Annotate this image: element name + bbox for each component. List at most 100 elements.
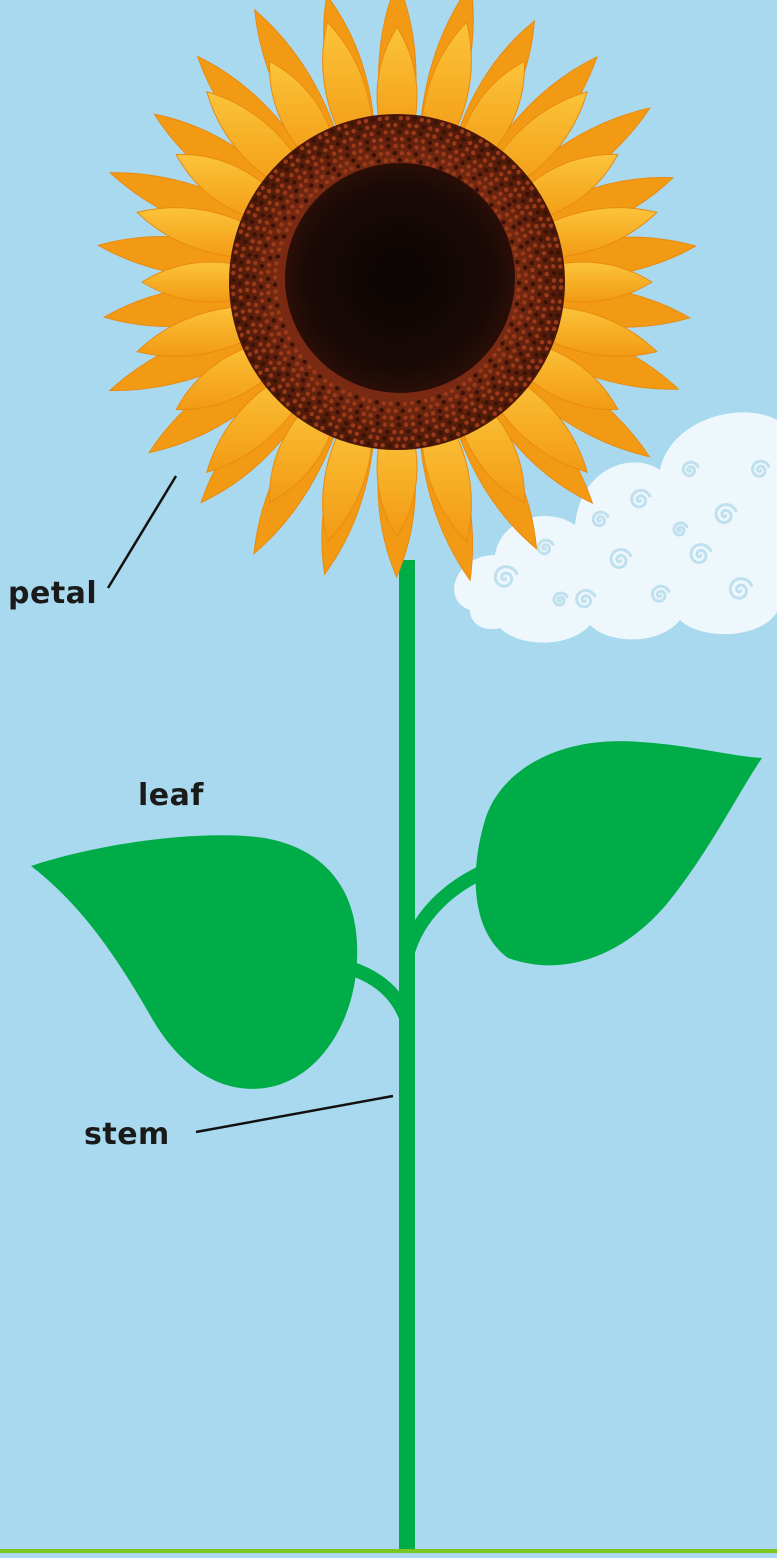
sunflower-seed bbox=[479, 139, 483, 143]
sunflower-seed bbox=[345, 153, 349, 157]
sunflower-seed bbox=[267, 326, 271, 330]
sunflower-seed bbox=[253, 329, 257, 333]
sunflower-seed bbox=[287, 185, 291, 189]
sunflower-seed bbox=[385, 429, 389, 433]
sunflower-seed bbox=[417, 414, 421, 418]
sunflower-seed bbox=[313, 146, 317, 150]
sunflower-seed bbox=[496, 151, 500, 155]
sunflower-seed bbox=[279, 317, 283, 321]
sunflower-seed bbox=[362, 412, 366, 416]
sunflower-seed bbox=[273, 282, 277, 286]
sunflower-seed bbox=[477, 154, 481, 158]
sunflower-seed bbox=[494, 167, 498, 171]
sunflower-seed bbox=[517, 193, 521, 197]
sunflower-seed bbox=[372, 124, 376, 128]
sunflower-seed bbox=[431, 411, 435, 415]
sunflower-seed bbox=[537, 346, 541, 350]
sunflower-seed bbox=[537, 299, 541, 303]
sunflower-seed bbox=[450, 389, 454, 393]
sunflower-seed bbox=[460, 168, 464, 172]
sunflower-seed bbox=[329, 383, 333, 387]
sunflower-seed bbox=[421, 125, 425, 129]
sunflower-seed bbox=[311, 396, 315, 400]
sunflower-seed bbox=[295, 382, 299, 386]
sunflower-seed bbox=[271, 387, 275, 391]
sunflower-seed bbox=[249, 316, 253, 320]
sunflower-seed bbox=[348, 430, 352, 434]
sunflower-seed bbox=[544, 230, 548, 234]
sunflower-seed bbox=[508, 219, 512, 223]
sunflower-seed bbox=[296, 158, 300, 162]
sunflower-seed bbox=[551, 264, 555, 268]
sunflower-seed bbox=[544, 293, 548, 297]
sunflower-seed bbox=[408, 408, 412, 412]
sunflower-seed bbox=[329, 407, 333, 411]
sunflower-seed bbox=[286, 402, 290, 406]
sunflower-seed bbox=[271, 223, 275, 227]
sunflower-seed bbox=[491, 156, 495, 160]
sunflower-seed bbox=[532, 204, 536, 208]
sunflower-seed bbox=[541, 314, 545, 318]
sunflower-seed bbox=[258, 370, 262, 374]
sunflower-seed bbox=[507, 329, 511, 333]
sunflower-seed bbox=[357, 120, 361, 124]
sunflower-seed bbox=[489, 172, 493, 176]
sunflower-seed bbox=[474, 144, 478, 148]
sunflower-seed bbox=[519, 376, 523, 380]
sunflower-seed bbox=[251, 343, 255, 347]
sunflower-seed bbox=[545, 346, 549, 350]
sunflower-seed bbox=[520, 227, 524, 231]
sunflower-seed bbox=[264, 243, 268, 247]
sunflower-seed bbox=[253, 232, 257, 236]
sunflower-seed bbox=[379, 408, 383, 412]
sunflower-seed bbox=[268, 305, 272, 309]
sunflower-seed bbox=[331, 416, 335, 420]
sunflower-seed bbox=[262, 250, 266, 254]
sunflower-seed bbox=[504, 335, 508, 339]
sunflower-seed bbox=[231, 292, 235, 296]
sunflower-seed bbox=[280, 172, 284, 176]
sunflower-seed bbox=[472, 168, 476, 172]
sunflower-seed bbox=[521, 330, 525, 334]
sunflower-seed bbox=[261, 257, 265, 261]
sunflower-seed bbox=[549, 250, 553, 254]
sunflower-seed bbox=[497, 358, 501, 362]
sunflower-seed bbox=[410, 401, 414, 405]
sunflower-seed bbox=[338, 133, 342, 137]
sunflower-seed bbox=[281, 378, 285, 382]
sunflower-seed bbox=[558, 299, 562, 303]
sunflower-seed bbox=[280, 397, 284, 401]
sunflower-seed bbox=[420, 118, 424, 122]
sunflower-seed bbox=[369, 420, 373, 424]
sunflower-seed bbox=[247, 253, 251, 257]
sunflower-seed bbox=[415, 407, 419, 411]
sunflower-seed bbox=[318, 374, 322, 378]
sunflower-seed bbox=[420, 428, 424, 432]
sunflower-seed bbox=[261, 306, 265, 310]
sunflower-seed bbox=[523, 382, 527, 386]
sunflower-seed bbox=[370, 160, 374, 164]
sunflower-seed bbox=[538, 285, 542, 289]
sunflower-seed bbox=[327, 162, 331, 166]
sunflower-seed bbox=[433, 120, 437, 124]
sunflower-seed bbox=[245, 233, 249, 237]
sunflower-seed bbox=[342, 413, 346, 417]
sunflower-seed bbox=[386, 151, 390, 155]
sunflower-seed bbox=[239, 295, 243, 299]
sunflower-seed bbox=[365, 154, 369, 158]
sunflower-seed bbox=[339, 434, 343, 438]
sunflower-seed bbox=[351, 129, 355, 133]
sunflower-seed bbox=[362, 419, 366, 423]
sunflower-seed bbox=[335, 410, 339, 414]
sunflower-seed bbox=[517, 221, 521, 225]
sunflower-seed bbox=[320, 426, 324, 430]
sunflower-seed bbox=[490, 146, 494, 150]
sunflower-seed bbox=[308, 419, 312, 423]
sunflower-seed bbox=[253, 261, 257, 265]
sunflower-seed bbox=[278, 384, 282, 388]
sunflower-seed bbox=[454, 418, 458, 422]
sunflower-seed bbox=[404, 423, 408, 427]
sunflower-seed bbox=[425, 420, 429, 424]
sunflower-seed bbox=[351, 423, 355, 427]
